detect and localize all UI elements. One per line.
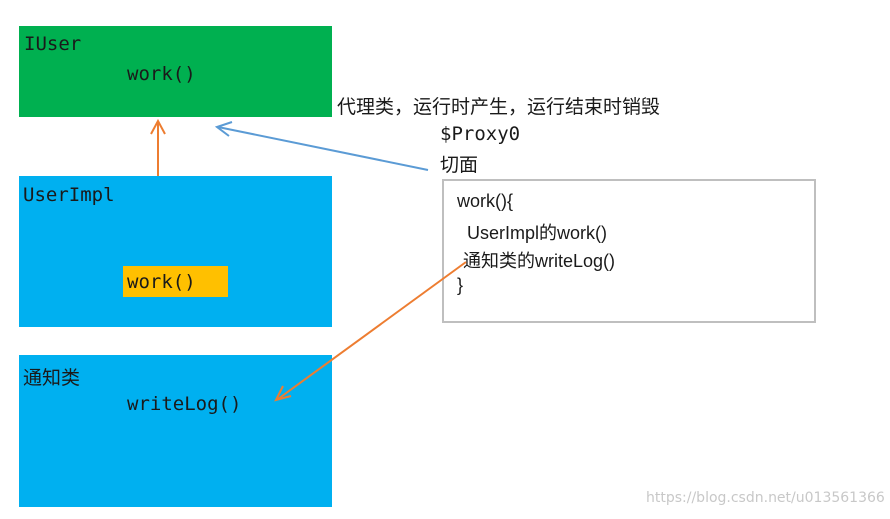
userimpl-work-highlight: work() — [123, 266, 228, 297]
iuser-title: IUser — [24, 33, 82, 55]
iuser-interface-box: IUser work() — [19, 26, 332, 117]
implements-arrow — [150, 118, 166, 176]
code-line-writelog: 通知类的writeLog() — [463, 251, 616, 271]
advice-call-arrow — [274, 261, 467, 402]
userimpl-class-box: UserImpl — [19, 176, 332, 327]
userimpl-work-method: work() — [127, 271, 196, 293]
watermark: https://blog.csdn.net/u013561366 — [646, 490, 885, 506]
notify-class-box: 通知类 writeLog() — [19, 355, 332, 507]
code-line-userimpl-work: UserImpl的work() — [467, 223, 608, 243]
proxy-implements-arrow — [214, 121, 429, 171]
notify-writelog-method: writeLog() — [127, 393, 242, 415]
iuser-work-method: work() — [127, 63, 196, 85]
userimpl-title: UserImpl — [23, 184, 115, 206]
proxy-class-name: $Proxy0 — [440, 123, 521, 145]
aspect-code-box: work(){ UserImpl的work() 通知类的writeLog() } — [442, 179, 816, 323]
code-line-work-open: work(){ — [457, 191, 514, 211]
aspect-label: 切面 — [440, 154, 479, 176]
code-line-close: } — [457, 275, 464, 295]
proxy-description: 代理类，运行时产生，运行结束时销毁 — [337, 96, 661, 118]
notify-title: 通知类 — [23, 367, 81, 389]
